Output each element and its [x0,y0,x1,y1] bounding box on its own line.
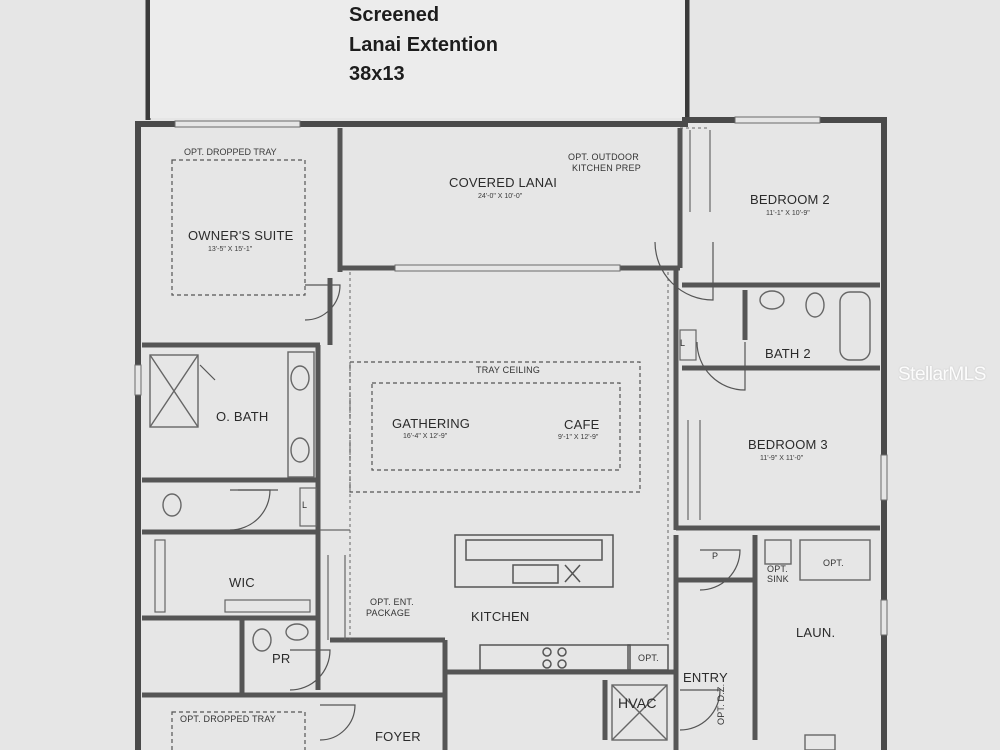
pantry-label: P [712,551,719,561]
outdoor-kitchen-line2: KITCHEN PREP [572,163,641,173]
laundry-label: LAUN. [796,625,836,640]
bedroom2-label: BEDROOM 2 [750,192,830,207]
foyer-label: FOYER [375,729,421,744]
kitchen-counter [479,644,669,671]
package-line1: OPT. ENT. [370,597,414,607]
door-swings [199,241,746,741]
owners-suite-tray-label: OPT. DROPPED TRAY [184,147,277,157]
laundry-opt-label: OPT. [823,558,844,568]
bath2-label: BATH 2 [765,346,811,361]
windows [134,116,888,636]
covered-lanai-label: COVERED LANAI [449,175,558,190]
bedroom2-dims: 11'-1" x 10'-9" [766,210,810,217]
bedroom3-label: BEDROOM 3 [748,437,828,452]
dropped-tray-2-label: OPT. DROPPED TRAY [180,714,277,724]
covered-lanai-dims: 24'-0" x 10'-0" [478,193,523,200]
exterior-walls [135,117,887,750]
tray-ceiling-label: TRAY CEILING [476,365,541,375]
owners-linen-label: L [302,500,308,510]
laundry-appliances [611,539,871,750]
lanai-extension-title: Screened [349,4,440,26]
powder-room-label: PR [272,651,291,666]
owners-suite-dims: 13'-5" x 15'-1" [208,246,253,253]
kitchen-opt-label: OPT. [638,653,659,663]
tray-outlines [171,159,641,750]
hvac-label: HVAC [618,695,657,711]
wic-label: WIC [229,575,255,590]
owners-suite-label: OWNER'S SUITE [188,228,294,243]
sink-line2: SINK [767,574,789,584]
bath2-linen-label: L [680,338,686,348]
screened-lanai-extension [145,0,690,120]
lanai-dashed-edges [349,127,710,640]
cafe-dims: 9'-1" x 12'-9" [558,434,599,441]
outdoor-kitchen-line1: OPT. OUTDOOR [568,152,639,162]
gathering-dims: 16'-4" x 12'-9" [403,433,448,440]
entry-label: ENTRY [683,670,728,685]
sink-line1: OPT. [767,564,788,574]
lanai-extension-dimensions: 38x13 [349,63,405,85]
owners-bath-label: O. BATH [216,409,269,424]
bath-fixtures [149,290,871,652]
package-rack [320,529,350,640]
lanai-extension-subtitle: Lanai Extention [349,34,498,56]
kitchen-label: KITCHEN [471,609,530,624]
bedroom3-dims: 11'-9" x 11'-0" [760,455,804,462]
opt-dz-label: OPT. D.Z. [716,683,726,725]
stellarmls-watermark: StellarMLS [898,364,986,385]
cafe-label: CAFE [564,417,600,432]
kitchen-island [454,534,614,588]
screened-area-fill [150,0,685,118]
closet-elements [154,130,711,613]
gathering-label: GATHERING [392,416,471,431]
package-line2: PACKAGE [366,608,411,618]
